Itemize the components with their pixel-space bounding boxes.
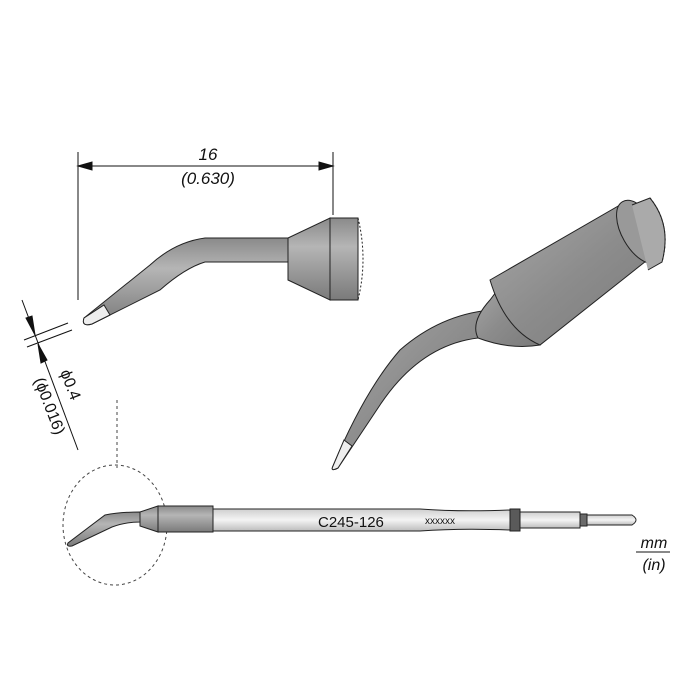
units-in-label: (in)	[642, 557, 665, 574]
diameter-dimension	[21, 299, 79, 451]
arrow-right-icon	[318, 161, 335, 171]
arrow-left-icon	[76, 161, 93, 171]
length-in-label: (0.630)	[181, 169, 235, 188]
units-mm-label: mm	[641, 535, 668, 552]
tip-perspective-view	[331, 197, 666, 471]
diameter-mm-label: ϕ0.4	[56, 367, 83, 402]
tip-full-view	[67, 505, 637, 547]
model-label: C245-126	[318, 514, 384, 531]
length-mm-label: 16	[199, 145, 218, 164]
length-dimension	[76, 152, 335, 300]
tip-side-view	[82, 217, 364, 326]
serial-label: xxxxxx	[425, 516, 455, 527]
arrow-down-icon	[25, 315, 36, 336]
arrow-up-icon	[37, 343, 48, 364]
shaft-band	[509, 508, 521, 532]
